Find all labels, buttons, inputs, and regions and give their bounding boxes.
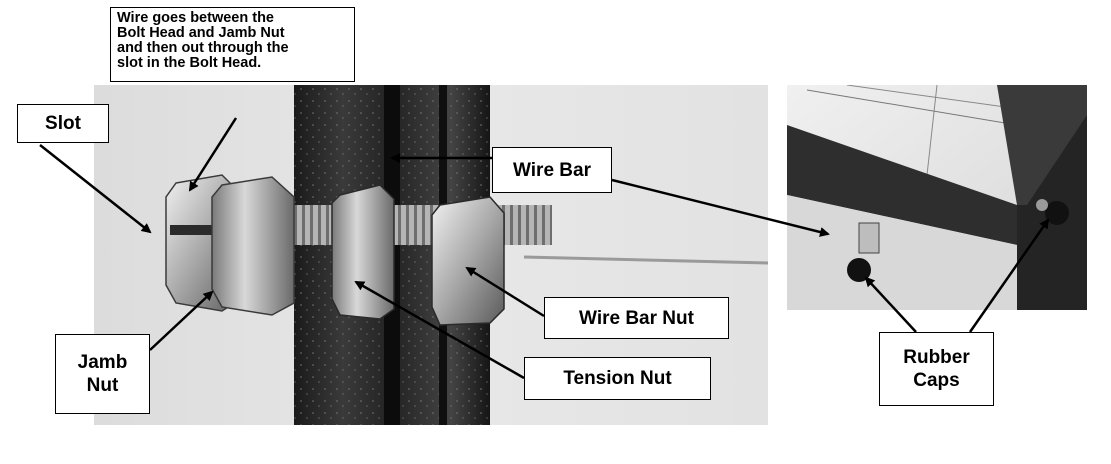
bolt-assembly-photo: [94, 85, 768, 425]
rubber-caps-label: Rubber Caps: [879, 332, 994, 406]
arrow-wire-bar-nut: [465, 266, 545, 318]
note-line: Bolt Head and Jamb Nut: [117, 25, 285, 41]
wire-bar-label: Wire Bar: [492, 147, 612, 193]
slot-label: Slot: [17, 104, 109, 143]
arrow-note: [188, 117, 238, 192]
rubber-caps-photo: [787, 85, 1087, 310]
jamb-nut-label: Jamb Nut: [55, 334, 150, 414]
arrow-wire-bar-right: [611, 178, 830, 237]
note-line: and then out through the: [117, 40, 289, 56]
arrow-jamb-nut: [149, 290, 214, 351]
wire-routing-note: Wire goes between the Bolt Head and Jamb…: [110, 7, 355, 82]
arrow-rubber-cap-left: [864, 276, 917, 333]
tension-nut-label: Tension Nut: [524, 357, 711, 400]
arrow-tension-nut: [354, 280, 525, 380]
arrow-slot: [39, 144, 152, 234]
wire-bar-nut-label: Wire Bar Nut: [544, 297, 729, 339]
note-line: Wire goes between the: [117, 10, 274, 26]
note-line: slot in the Bolt Head.: [117, 55, 262, 71]
arrow-rubber-cap-right: [968, 218, 1050, 333]
